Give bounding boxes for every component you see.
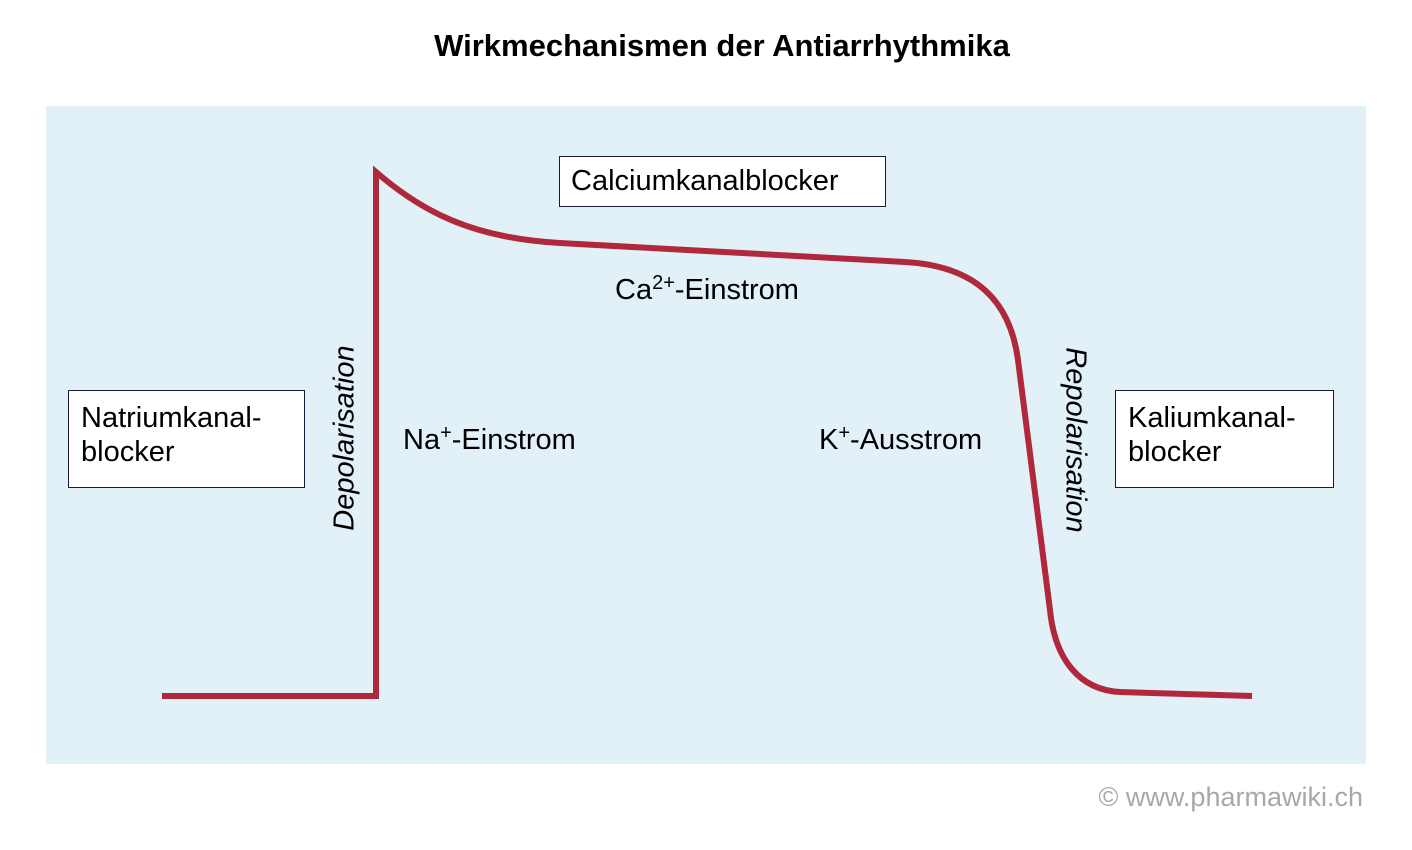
- calcium-influx-charge: 2+: [652, 272, 675, 294]
- sodium-influx-charge: +: [440, 422, 452, 444]
- potassium-channel-blocker-label-line2: blocker: [1128, 436, 1222, 468]
- sodium-channel-blocker-label-line1: Natriumkanal-: [81, 402, 262, 434]
- sodium-influx-suffix: -Einstrom: [451, 424, 576, 456]
- sodium-channel-blocker-label-line2: blocker: [81, 436, 175, 468]
- sodium-influx-label: Na+-Einstrom: [403, 422, 576, 457]
- potassium-efflux-charge: +: [838, 422, 851, 444]
- copyright-notice: © www.pharmawiki.ch: [1098, 782, 1363, 812]
- calcium-channel-blocker-label: Calciumkanalblocker: [571, 165, 839, 197]
- sodium-channel-blocker-box: Natriumkanal- blocker: [68, 390, 305, 488]
- calcium-influx-suffix: -Einstrom: [674, 274, 799, 306]
- diagram-title: Wirkmechanismen der Antiarrhythmika: [434, 28, 1010, 63]
- action-potential-curve: [162, 165, 1253, 699]
- calcium-influx-prefix: Ca: [615, 274, 653, 306]
- calcium-influx-label: Ca2+-Einstrom: [615, 272, 799, 307]
- potassium-channel-blocker-box: Kaliumkanal- blocker: [1115, 390, 1334, 488]
- potassium-efflux-label: K+-Ausstrom: [819, 422, 983, 457]
- potassium-channel-blocker-label-line1: Kaliumkanal-: [1128, 402, 1296, 434]
- repolarisation-label: Repolarisation: [1059, 347, 1092, 533]
- depolarisation-label: Depolarisation: [328, 345, 361, 531]
- calcium-channel-blocker-box: Calciumkanalblocker: [559, 156, 886, 207]
- sodium-influx-prefix: Na: [403, 424, 441, 456]
- potassium-efflux-prefix: K: [819, 424, 839, 456]
- potassium-efflux-suffix: -Ausstrom: [850, 424, 983, 456]
